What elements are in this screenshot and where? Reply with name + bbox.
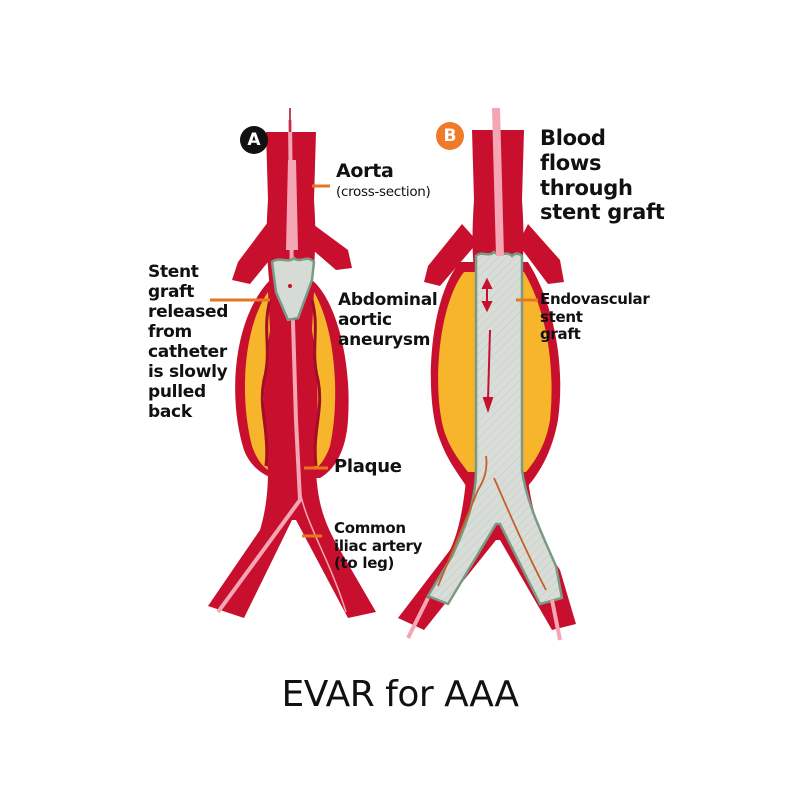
panel-a-leaders [210, 184, 330, 538]
diagram-title: EVAR for AAA [281, 674, 519, 715]
panel-b-vessel [398, 107, 576, 641]
panel-a-badge: A [240, 126, 268, 154]
panel-a-vessel [208, 108, 376, 618]
iliac-label: Common iliac artery (to leg) [334, 519, 423, 573]
aorta-label: Aorta [336, 160, 394, 182]
blood-flow-label: Blood flows through stent graft [540, 126, 665, 225]
plaque-label: Plaque [334, 456, 402, 477]
aorta-sub-label: (cross-section) [336, 184, 431, 200]
endovascular-stent-label: Endovascular stent graft [540, 290, 650, 344]
stent-release-label: Stent graft released from catheter is sl… [148, 262, 229, 423]
aaa-label: Abdominal aortic aneurysm [338, 290, 438, 351]
panel-b-badge: B [436, 122, 464, 150]
